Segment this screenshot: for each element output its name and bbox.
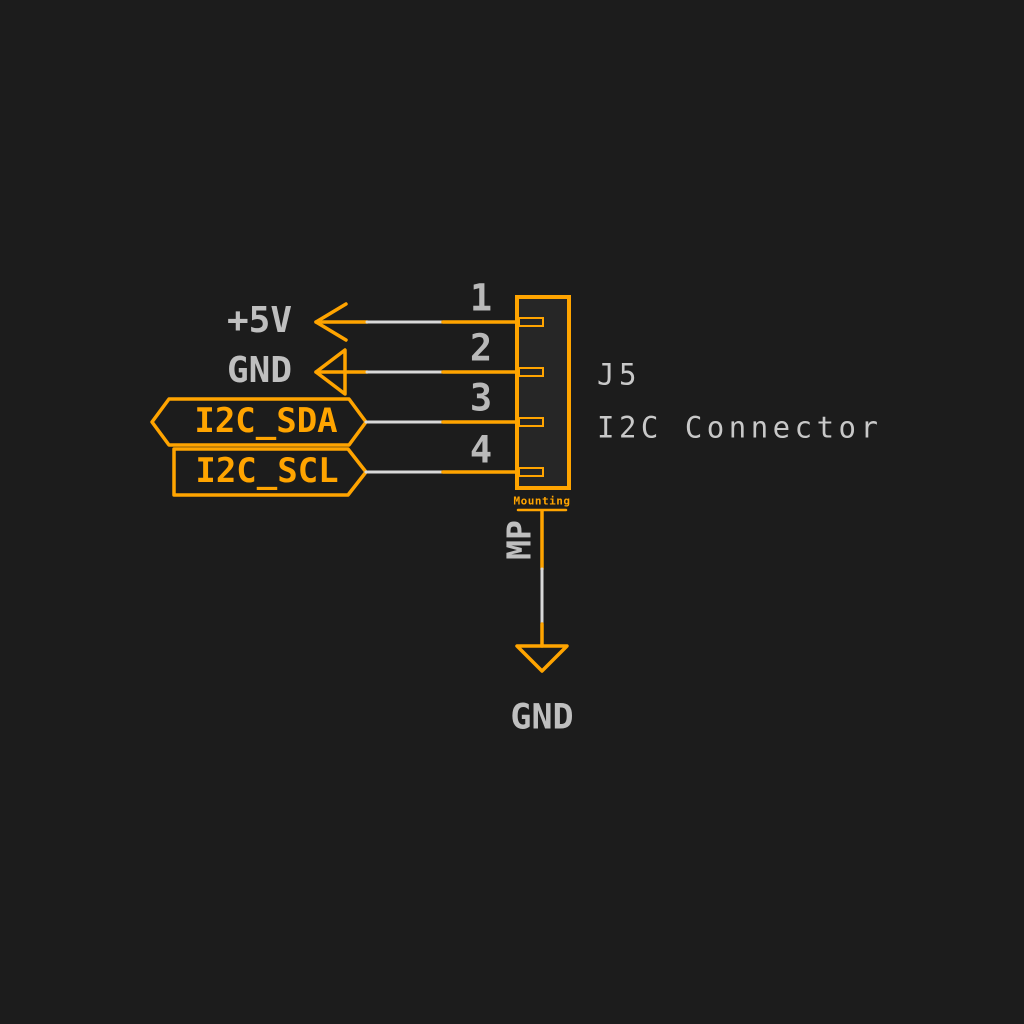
- pin-number-1: 1: [469, 276, 493, 320]
- net-label-i2c-scl[interactable]: I2C_SCL: [195, 451, 339, 491]
- net-label-gnd[interactable]: GND: [226, 350, 292, 391]
- pin-number-3: 3: [469, 376, 493, 420]
- pin1-stub: [518, 317, 544, 327]
- gnd-power-label[interactable]: GND: [510, 697, 574, 738]
- net-label-i2c-sda[interactable]: I2C_SDA: [194, 401, 338, 441]
- mounting-pin-number: MP: [499, 520, 539, 560]
- pin4-stub: [518, 467, 544, 477]
- mounting-pin-name: Mounting: [513, 494, 571, 508]
- net-label-5v[interactable]: +5V: [226, 300, 292, 341]
- pointed-label-outline-scl[interactable]: [172, 447, 368, 497]
- pin-number-4: 4: [469, 428, 493, 472]
- pin2-stub: [518, 367, 544, 377]
- connector-symbol-body[interactable]: [515, 295, 571, 490]
- gnd-power-symbol-icon[interactable]: [515, 644, 569, 673]
- reference-designator[interactable]: J5: [597, 357, 641, 392]
- value-label[interactable]: I2C Connector: [597, 410, 883, 445]
- pin3-stub: [518, 417, 544, 427]
- pin-number-2: 2: [469, 326, 493, 370]
